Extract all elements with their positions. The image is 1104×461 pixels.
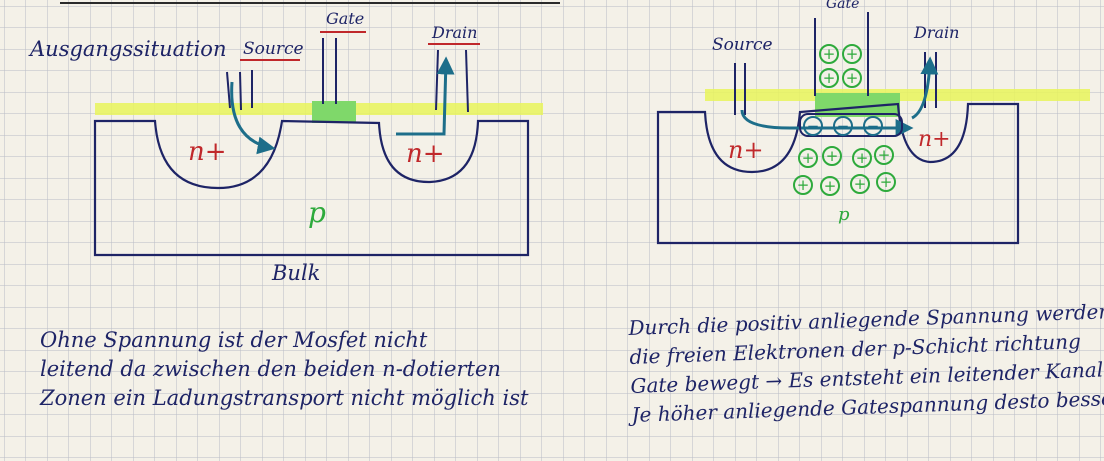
left-note-line: Zonen ein Ladungstransport nicht möglich… xyxy=(40,384,528,413)
electron-charge: − xyxy=(867,117,880,135)
positive-charge: + xyxy=(826,147,839,165)
left-gate-label: Gate xyxy=(326,9,364,28)
positive-charge: + xyxy=(802,149,815,167)
left-source-label: Source xyxy=(243,39,304,59)
left-note-line: leitend da zwischen den beiden n-dotiert… xyxy=(40,355,528,384)
right-n-plus-drain: n+ xyxy=(918,127,951,152)
positive-charge: + xyxy=(823,45,836,63)
left-explanation-note: Ohne Spannung ist der Mosfet nicht leite… xyxy=(40,326,528,413)
right-p-substrate-label: p xyxy=(838,204,850,225)
positive-charge: + xyxy=(854,175,867,193)
positive-charge: + xyxy=(824,177,837,195)
positive-charge: + xyxy=(846,69,859,87)
positive-charge: + xyxy=(856,149,869,167)
right-gate-label: Gate xyxy=(826,0,859,12)
left-source-lead-2 xyxy=(240,72,241,110)
left-note-line: Ohne Spannung ist der Mosfet nicht xyxy=(40,326,528,355)
left-heading: Ausgangssituation xyxy=(28,37,226,61)
right-drain-label: Drain xyxy=(913,23,959,42)
left-bulk-label: Bulk xyxy=(271,261,320,285)
right-n-plus-source: n+ xyxy=(728,136,764,164)
right-source-label: Source xyxy=(712,35,773,55)
electron-charge: − xyxy=(837,117,850,135)
positive-charge: + xyxy=(846,45,859,63)
positive-charge: + xyxy=(878,146,891,164)
left-gate-oxide xyxy=(312,101,356,123)
left-p-substrate-label: p xyxy=(308,196,326,229)
positive-charge: + xyxy=(823,69,836,87)
left-drain-label: Drain xyxy=(431,23,477,42)
positive-charge: + xyxy=(797,176,810,194)
right-explanation-note: Durch die positiv anliegende Spannung we… xyxy=(628,295,1104,430)
left-n-plus-source: n+ xyxy=(188,137,227,167)
left-n-plus-drain: n+ xyxy=(406,139,445,169)
electron-charge: − xyxy=(807,117,820,135)
positive-charge: + xyxy=(880,173,893,191)
